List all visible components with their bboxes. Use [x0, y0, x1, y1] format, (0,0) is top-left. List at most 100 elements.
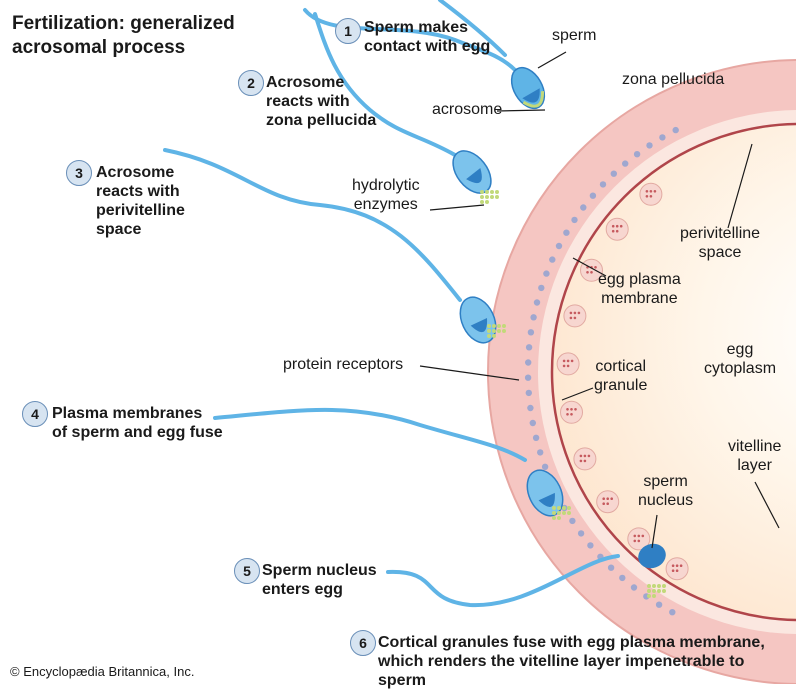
granule-content — [574, 317, 577, 320]
step-3-text: Acrosome reacts with perivitelline space — [96, 163, 185, 239]
granule-content — [638, 540, 641, 543]
step-1-number: 1 — [335, 18, 361, 44]
granule-content — [566, 413, 569, 416]
granule-content — [672, 564, 675, 567]
enzyme-dot — [662, 584, 666, 588]
label-perivitelline-space: perivitelline space — [680, 224, 760, 262]
cortical-granule — [666, 558, 688, 580]
granule-content — [571, 360, 574, 363]
step-6-number: 6 — [350, 630, 376, 656]
granule-content — [642, 535, 645, 538]
granule-content — [584, 455, 587, 458]
enzyme-dot — [495, 195, 499, 199]
enzyme-dot — [562, 506, 566, 510]
receptor-dot — [659, 134, 665, 140]
receptor-dot — [530, 420, 536, 426]
granule-content — [638, 535, 641, 538]
enzyme-dot — [497, 329, 501, 333]
sperm-1-head — [505, 62, 551, 114]
granule-content — [616, 225, 619, 228]
granule-content — [584, 460, 587, 463]
granule-content — [580, 455, 583, 458]
step-5-number: 5 — [234, 558, 260, 584]
granule-content — [650, 190, 653, 193]
enzyme-dot — [557, 506, 561, 510]
receptor-dot — [530, 314, 536, 320]
enzyme-dot — [647, 594, 651, 598]
receptor-dot — [528, 329, 534, 335]
granule-content — [680, 564, 683, 567]
granule-content — [672, 569, 675, 572]
enzyme-dot — [662, 589, 666, 593]
receptor-dot — [538, 285, 544, 291]
granule-content — [654, 190, 657, 193]
cortical-granule — [606, 218, 628, 240]
label-sperm: sperm — [552, 26, 596, 45]
receptor-dot — [556, 243, 562, 249]
sperm-3-tail — [165, 150, 460, 300]
enzyme-dot — [552, 511, 556, 515]
step-1-text: Sperm makes contact with egg — [364, 18, 490, 56]
enzyme-dot — [485, 200, 489, 204]
step-4-text: Plasma membranes of sperm and egg fuse — [52, 404, 223, 442]
granule-content — [606, 497, 609, 500]
granule-content — [570, 317, 573, 320]
receptor-dot — [542, 464, 548, 470]
enzyme-dot — [552, 516, 556, 520]
receptor-dot — [619, 575, 625, 581]
enzyme-dot — [480, 190, 484, 194]
receptor-dot — [669, 609, 675, 615]
receptor-dot — [534, 299, 540, 305]
granule-content — [610, 497, 613, 500]
receptor-dot — [634, 151, 640, 157]
enzyme-dot — [497, 324, 501, 328]
enzyme-dot — [552, 506, 556, 510]
receptor-dot — [673, 127, 679, 133]
granule-content — [588, 455, 591, 458]
sperm-4-tail — [215, 410, 525, 460]
label-cortical-granule: cortical granule — [594, 357, 647, 395]
label-acrosome: acrosome — [432, 100, 502, 119]
granule-content — [570, 413, 573, 416]
granule-content — [646, 190, 649, 193]
granule-content — [616, 230, 619, 233]
line-sperm — [538, 52, 566, 68]
cortical-granule — [640, 183, 662, 205]
receptor-dot — [527, 405, 533, 411]
cortical-granule — [561, 401, 583, 423]
line-acrosome — [497, 110, 545, 111]
receptor-dot — [608, 565, 614, 571]
enzyme-dot — [485, 195, 489, 199]
receptor-dot — [590, 193, 596, 199]
enzyme-dot — [562, 511, 566, 515]
step-5-text: Sperm nucleus enters egg — [262, 561, 377, 599]
granule-content — [602, 502, 605, 505]
receptor-dot — [526, 344, 532, 350]
enzyme-dot — [492, 324, 496, 328]
step-2-number: 2 — [238, 70, 264, 96]
receptor-dot — [526, 390, 532, 396]
granule-content — [590, 271, 593, 274]
granule-content — [574, 312, 577, 315]
granule-content — [612, 225, 615, 228]
enzyme-dot — [490, 195, 494, 199]
enzyme-dot — [657, 589, 661, 593]
receptor-dot — [571, 217, 577, 223]
enzyme-dot — [487, 334, 491, 338]
granule-content — [650, 195, 653, 198]
label-zona-pellucida: zona pellucida — [622, 70, 724, 89]
receptor-dot — [525, 375, 531, 381]
enzyme-dot — [480, 200, 484, 204]
step-6-text: Cortical granules fuse with egg plasma m… — [378, 633, 796, 690]
cortical-granule — [574, 448, 596, 470]
granule-content — [586, 271, 589, 274]
enzyme-dot — [567, 511, 571, 515]
enzyme-dot — [492, 329, 496, 333]
receptor-dot — [563, 230, 569, 236]
page-title: Fertilization: generalized acrosomal pro… — [12, 12, 235, 60]
enzyme-dot — [502, 324, 506, 328]
granule-content — [676, 569, 679, 572]
granule-content — [563, 360, 566, 363]
receptor-dot — [656, 602, 662, 608]
